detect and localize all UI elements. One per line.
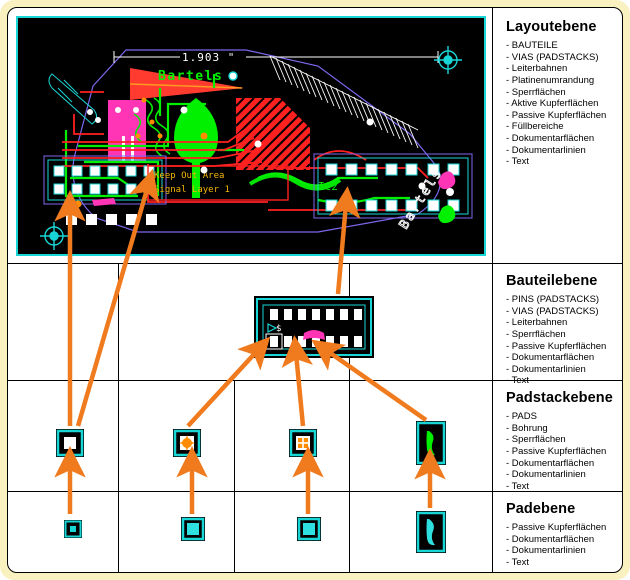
pad-medium-square[interactable]	[181, 517, 205, 546]
list-item: - Füllbereiche	[506, 121, 564, 133]
panel-list-padstackebene: - PADS - Bohrung - Sperrflächen - Passiv…	[506, 411, 622, 492]
list-item: - Dokumentarlinien	[506, 545, 586, 557]
list-item: - BAUTEILE	[506, 40, 558, 52]
panel-padstackebene: Padstackebene - PADS - Bohrung - Sperrfl…	[500, 387, 622, 494]
list-item: - Passive Kupferflächen	[506, 109, 607, 121]
pad-oblong[interactable]	[416, 511, 446, 558]
grid-vline-a	[118, 380, 119, 572]
svg-text:1.903 ": 1.903 "	[182, 51, 235, 64]
grid-hline-2	[8, 380, 622, 381]
panel-list-bauteilebene: - PINS (PADSTACKS) - VIAS (PADSTACKS) - …	[506, 294, 622, 387]
grid-hline-1	[8, 263, 622, 264]
panel-bauteilebene: Bauteilebene - PINS (PADSTACKS) - VIAS (…	[500, 270, 622, 389]
list-item: - Aktive Kupferflächen	[506, 98, 599, 110]
list-item: - Sperrflächen	[506, 329, 566, 340]
dimension-line	[113, 51, 439, 63]
list-item: - Dokumentarlinien	[506, 144, 586, 156]
list-item: - VIAS (PADSTACKS)	[506, 51, 599, 63]
diagram-canvas: 1.903 "	[7, 7, 623, 573]
list-item: - Text	[506, 375, 530, 387]
padstack-round-pad-drilled[interactable]	[173, 429, 201, 462]
panel-title-layoutebene: Layoutebene	[506, 19, 597, 35]
list-item: - Sperrflächen	[506, 434, 566, 446]
list-item: - Passive Kupferflächen	[506, 446, 607, 457]
list-item: - Sperrflächen	[506, 86, 566, 98]
component-pink	[108, 100, 146, 162]
list-item: - Passive Kupferflächen	[506, 522, 607, 534]
list-item: - Dokumentarflächen	[506, 352, 595, 364]
list-item: - Dokumentarlinien	[506, 469, 586, 481]
panel-list-layoutebene: - BAUTEILE - VIAS (PADSTACKS) - Leiterba…	[506, 40, 622, 168]
panel-list-padebene: - Passive Kupferflächen - Dokumentarfläc…	[506, 522, 622, 568]
keepout-line1: Keep Out Area	[154, 171, 224, 181]
list-item: - Dokumentarlinien	[506, 363, 586, 375]
list-item: - Leiterbahnen	[506, 63, 568, 75]
pcb-ic-label: IC2	[318, 180, 338, 193]
panel-title-padstackebene: Padstackebene	[506, 390, 613, 406]
pad-square[interactable]	[297, 517, 321, 546]
arrow-padstack3-to-component	[281, 335, 313, 427]
list-item: - Bohrung	[506, 422, 548, 434]
panel-padebene: Padebene - Passive Kupferflächen - Dokum…	[500, 498, 622, 571]
component-symbol-view[interactable]: $	[254, 296, 374, 358]
list-item: - PINS (PADSTACKS)	[506, 294, 600, 306]
hatch-band	[269, 55, 419, 149]
panel-title-bauteilebene: Bauteilebene	[506, 273, 598, 289]
vias	[74, 106, 426, 208]
arrow-padstack4-to-component	[311, 339, 428, 422]
pad-small-round[interactable]	[64, 520, 82, 543]
grid-vline-b	[234, 380, 235, 572]
pcb-brand-text: Bartels	[158, 69, 223, 84]
panel-layoutebene: Layoutebene - BAUTEILE - VIAS (PADSTACKS…	[500, 16, 622, 170]
fiducial-top-right	[434, 46, 462, 74]
list-item: - Text	[506, 480, 530, 492]
panel-title-padebene: Padebene	[506, 501, 576, 517]
list-item: - Text	[506, 156, 530, 168]
pcb-layout-view[interactable]: 1.903 "	[16, 16, 486, 256]
grid-vline-d	[118, 263, 119, 380]
list-item: - Dokumentarflächen	[506, 533, 595, 545]
list-item: - Text	[506, 557, 530, 568]
component-pin-label: $	[276, 324, 281, 334]
list-item: - Dokumentarflächen	[506, 132, 595, 144]
list-item: - Leiterbahnen	[506, 317, 568, 329]
keepout-wedge	[130, 68, 244, 100]
copper-plane-shape	[174, 98, 218, 164]
arrow-padstack2-to-component	[186, 336, 271, 428]
list-item: - Passive Kupferflächen	[506, 340, 607, 352]
list-item: - Dokumentarflächen	[506, 457, 595, 469]
padstack-round-pad[interactable]	[56, 429, 84, 462]
grid-vline-c	[349, 380, 350, 572]
padstack-oblong-pad[interactable]	[416, 421, 446, 470]
list-item: - PADS	[506, 411, 537, 423]
padstack-square-pad-drilled[interactable]	[289, 429, 317, 462]
active-copper-area	[235, 97, 311, 171]
list-item: - Platinenumrandung	[506, 75, 595, 86]
grid-hline-3	[8, 491, 622, 492]
keepout-line2: Signal Layer 1	[154, 185, 230, 195]
diagonal-component	[48, 73, 98, 125]
fiducial-bottom-left	[40, 222, 68, 250]
list-item: - VIAS (PADSTACKS)	[506, 305, 599, 317]
grid-vline-panel	[492, 8, 493, 572]
